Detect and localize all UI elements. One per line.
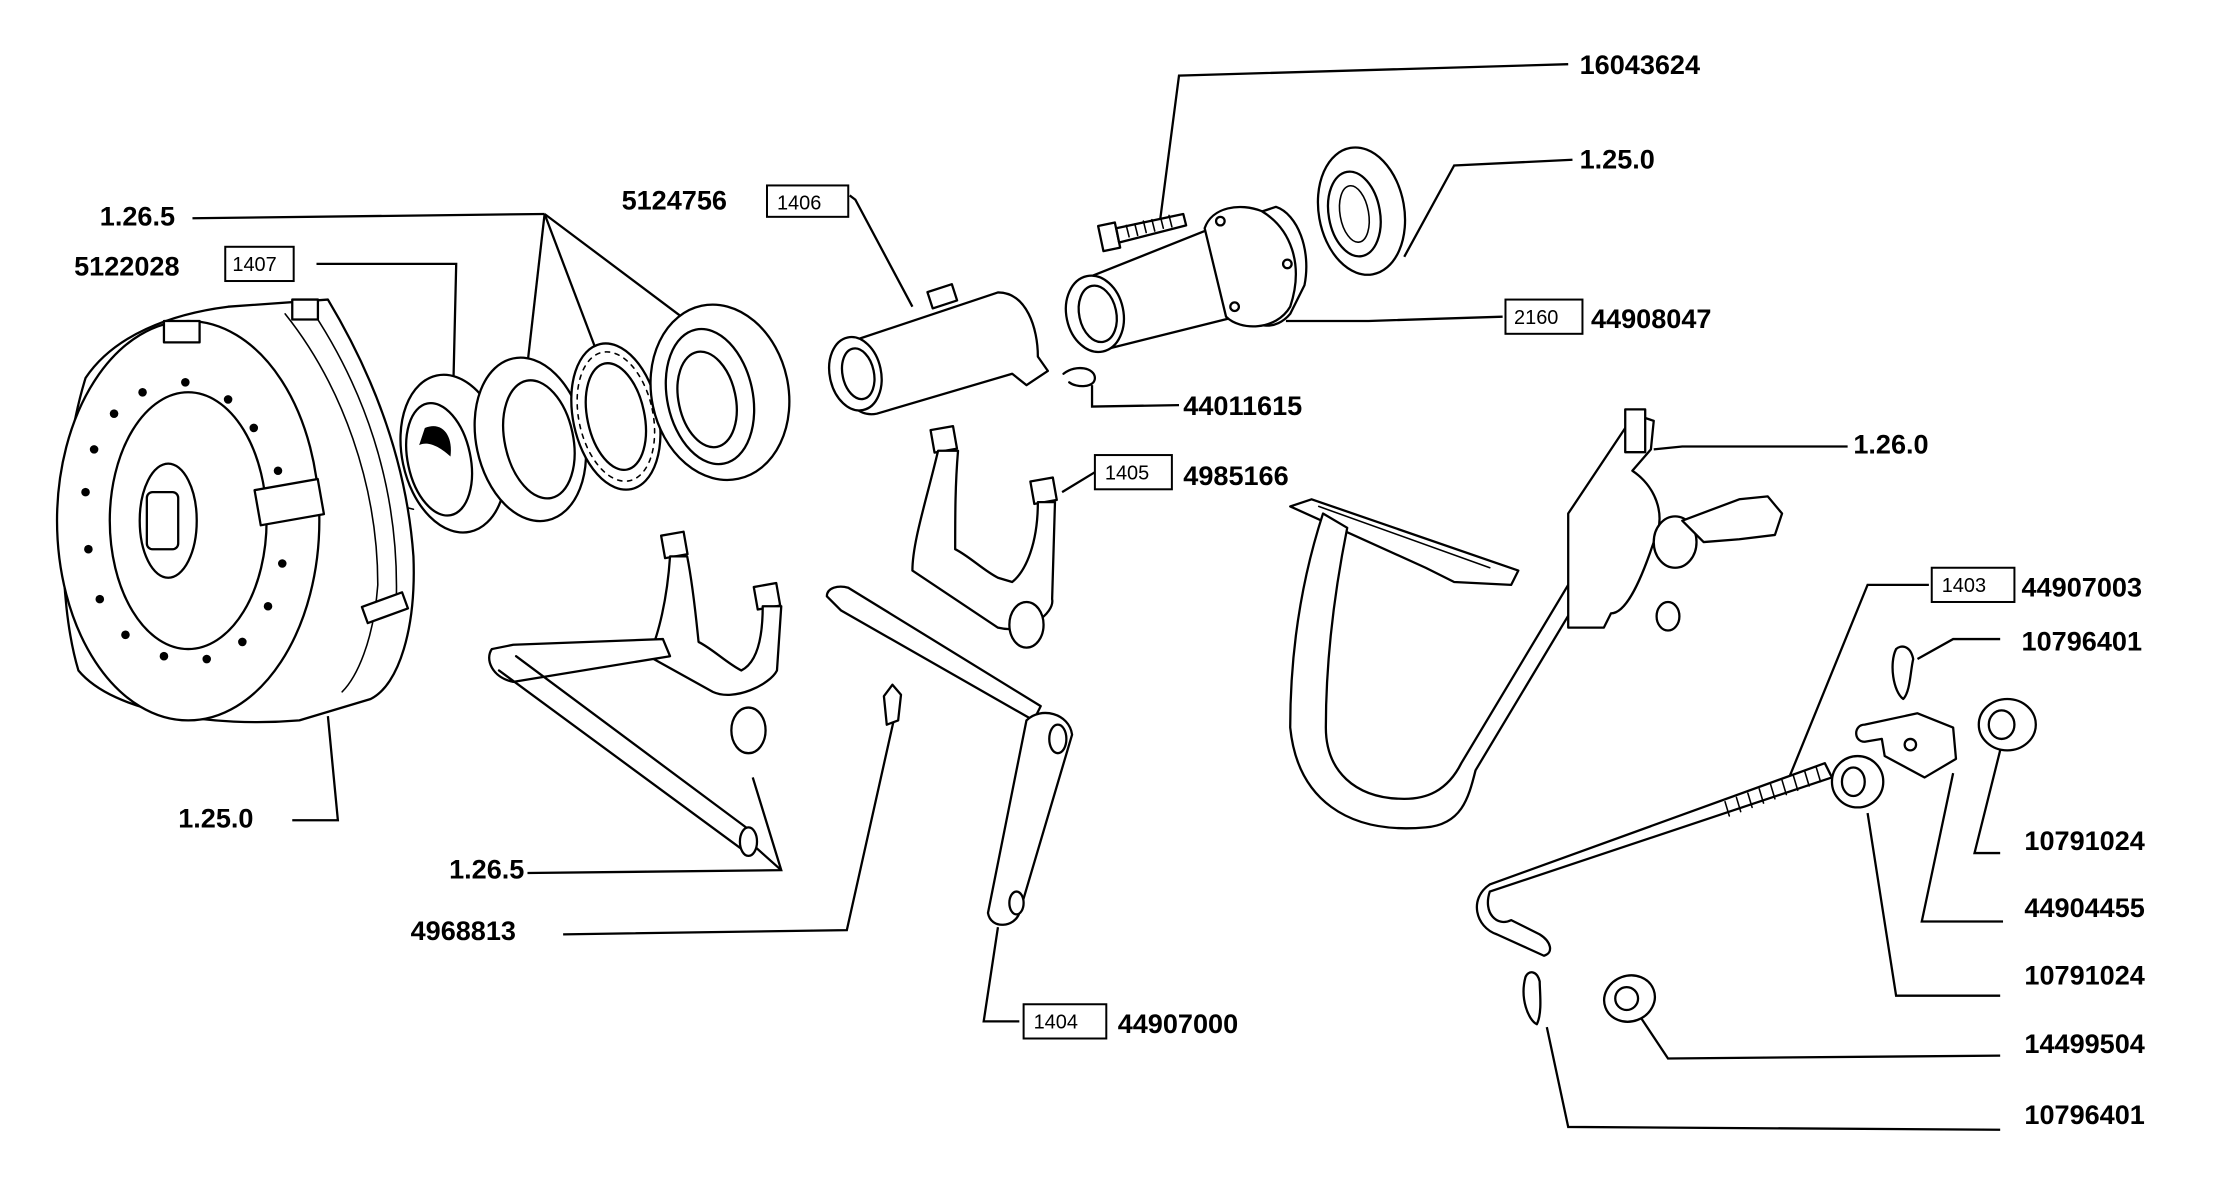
callout-10791024-bottom: 10791024 xyxy=(2024,959,2144,990)
guide-sleeve xyxy=(827,283,1049,416)
ball-bearing xyxy=(1316,146,1407,276)
shift-fork-upper xyxy=(911,425,1058,649)
ref-1406: 1406 xyxy=(777,193,821,215)
ref-2160: 2160 xyxy=(1514,307,1558,329)
cotter-pin-upper xyxy=(1891,645,1915,701)
callout-4968813: 4968813 xyxy=(411,915,516,946)
callout-1-26-5-top: 1.26.5 xyxy=(100,200,175,231)
bearing-rings xyxy=(473,303,791,523)
callout-10796401-top: 10796401 xyxy=(2022,625,2142,656)
callout-1-26-0: 1.26.0 xyxy=(1853,429,1928,460)
clutch-assembly xyxy=(55,298,415,724)
callout-1-25-0-top: 1.25.0 xyxy=(1580,143,1655,174)
small-hardware xyxy=(1522,645,2037,1026)
lever-shaft xyxy=(825,585,1074,926)
callout-4985166: 4985166 xyxy=(1183,460,1288,491)
ref-box-2160 xyxy=(1504,298,1584,335)
ref-box-1407 xyxy=(224,245,295,283)
clutch-pedal xyxy=(1289,408,1784,830)
callout-44904455: 44904455 xyxy=(2024,892,2144,923)
leader-lines xyxy=(192,63,2005,1131)
callout-5124756: 5124756 xyxy=(622,185,727,216)
callout-44907003: 44907003 xyxy=(2022,571,2142,602)
flanged-tube xyxy=(1064,205,1308,354)
spring-clip xyxy=(1062,366,1097,388)
callout-5122028: 5122028 xyxy=(74,250,179,281)
callout-10796401-bottom: 10796401 xyxy=(2024,1099,2144,1130)
release-bearing xyxy=(399,373,508,534)
callout-labels: 16043624 1.25.0 1.26.5 5124756 1406 5122… xyxy=(74,49,2145,1130)
callout-16043624: 16043624 xyxy=(1580,49,1700,80)
ref-1405: 1405 xyxy=(1105,462,1149,484)
ref-box-1403 xyxy=(1930,566,2016,603)
callout-44907000: 44907000 xyxy=(1118,1008,1238,1039)
ref-1404: 1404 xyxy=(1034,1012,1078,1034)
ref-box-1404 xyxy=(1022,1003,1108,1040)
callout-1-26-5-bottom: 1.26.5 xyxy=(449,854,524,885)
callout-10791024-top: 10791024 xyxy=(2024,825,2144,856)
callout-14499504: 14499504 xyxy=(2024,1028,2144,1059)
cotter-pin-lower xyxy=(1522,971,1542,1026)
shift-fork-lower xyxy=(488,530,783,858)
ref-box-1405 xyxy=(1093,454,1173,491)
ref-box-1406 xyxy=(765,184,850,218)
callout-44908047: 44908047 xyxy=(1591,303,1711,334)
adjuster-rod xyxy=(1475,762,1834,957)
callout-44011615: 44011615 xyxy=(1183,390,1302,421)
ref-1407: 1407 xyxy=(232,254,276,276)
bolt xyxy=(1096,212,1188,253)
callout-1-25-0-bottom: 1.25.0 xyxy=(178,802,253,833)
ref-1403: 1403 xyxy=(1942,575,1986,597)
